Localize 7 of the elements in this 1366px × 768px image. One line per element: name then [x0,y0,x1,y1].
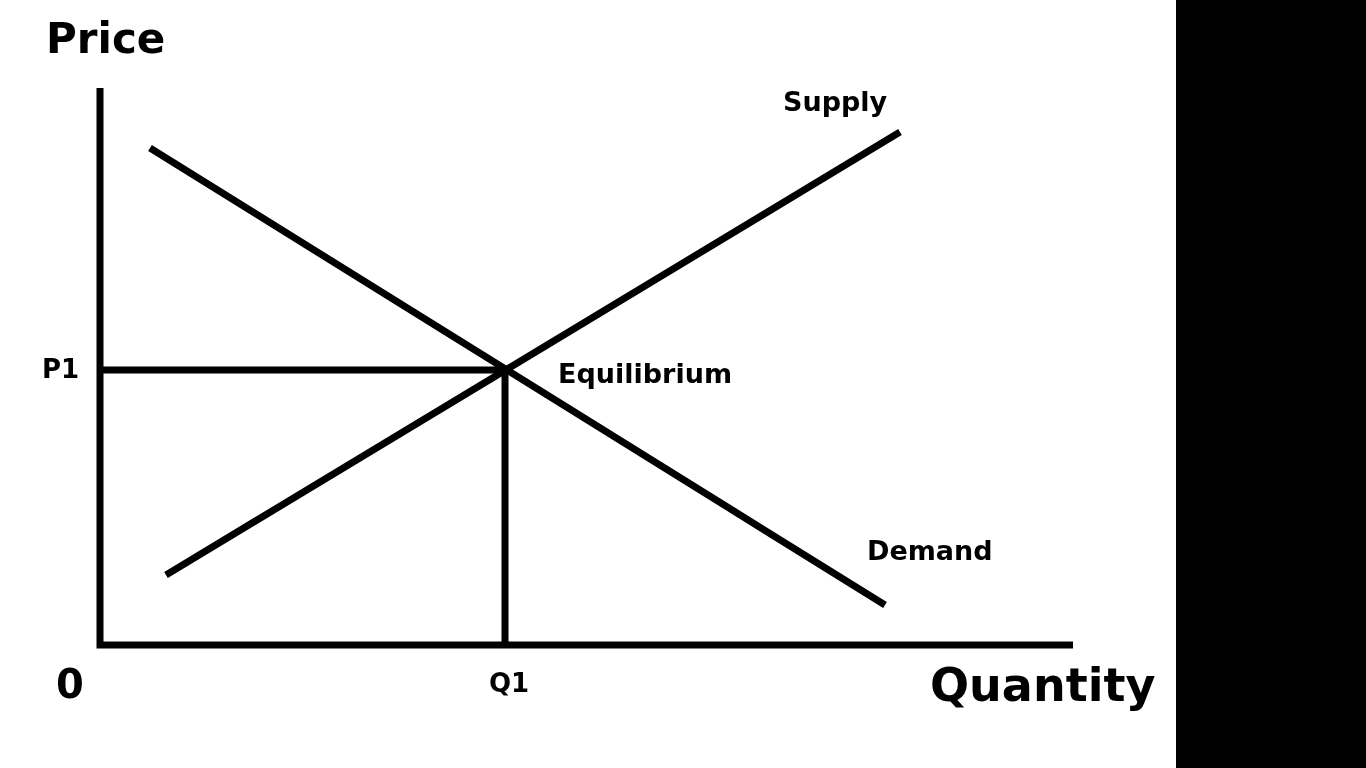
price-label: P1 [42,356,80,382]
curve-label: Demand [867,537,993,564]
quantity-label: Q1 [489,670,530,696]
curve-label: Supply [783,88,888,115]
axis-title: Price [46,18,166,60]
origin-label: 0 [56,664,84,704]
point-label: Equilibrium [558,360,732,387]
